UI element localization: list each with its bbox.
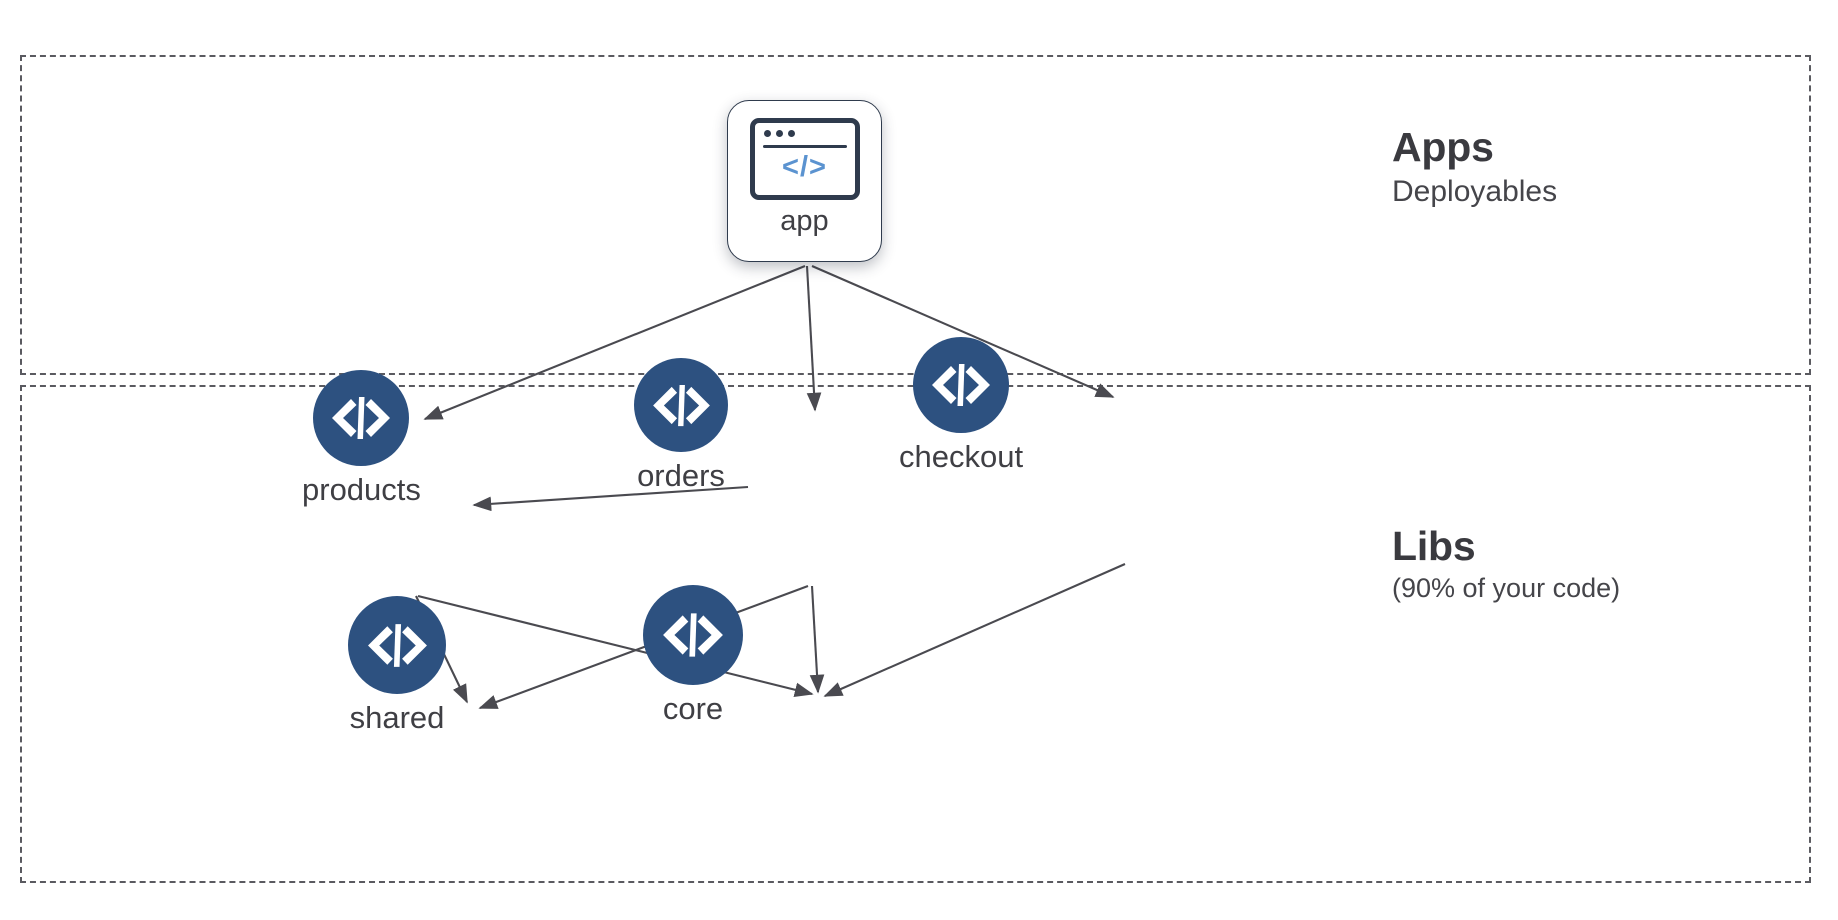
zone-libs-subtitle: (90% of your code) xyxy=(1392,573,1621,604)
node-checkout-label: checkout xyxy=(899,439,1024,474)
node-products[interactable]: products xyxy=(302,370,421,507)
node-core-label: core xyxy=(662,691,724,726)
zone-apps-caption: Apps Deployables xyxy=(1392,124,1558,211)
node-app[interactable]: </> app xyxy=(727,100,882,262)
browser-titlebar-rule xyxy=(762,145,847,148)
browser-dots-icon xyxy=(763,130,795,137)
node-app-label: app xyxy=(780,205,829,237)
zone-apps xyxy=(20,55,1811,375)
code-icon xyxy=(643,585,743,685)
node-products-label: products xyxy=(302,472,421,507)
node-orders[interactable]: orders xyxy=(634,358,728,493)
node-core[interactable]: core xyxy=(643,585,743,726)
zone-apps-title: Apps xyxy=(1392,124,1494,170)
code-icon xyxy=(313,370,410,466)
code-glyph: </> xyxy=(782,151,827,183)
node-shared-label: shared xyxy=(349,700,445,735)
node-checkout[interactable]: checkout xyxy=(899,337,1023,474)
zone-apps-subtitle: Deployables xyxy=(1392,175,1558,209)
node-orders-label: orders xyxy=(637,458,725,493)
zone-libs-title: Libs xyxy=(1392,523,1476,569)
code-icon xyxy=(348,596,446,694)
zone-libs-caption: Libs (90% of your code) xyxy=(1392,523,1621,606)
code-icon xyxy=(913,337,1010,433)
node-shared[interactable]: shared xyxy=(348,596,446,735)
code-icon xyxy=(634,358,728,452)
browser-window-code-icon: </> xyxy=(749,118,860,200)
